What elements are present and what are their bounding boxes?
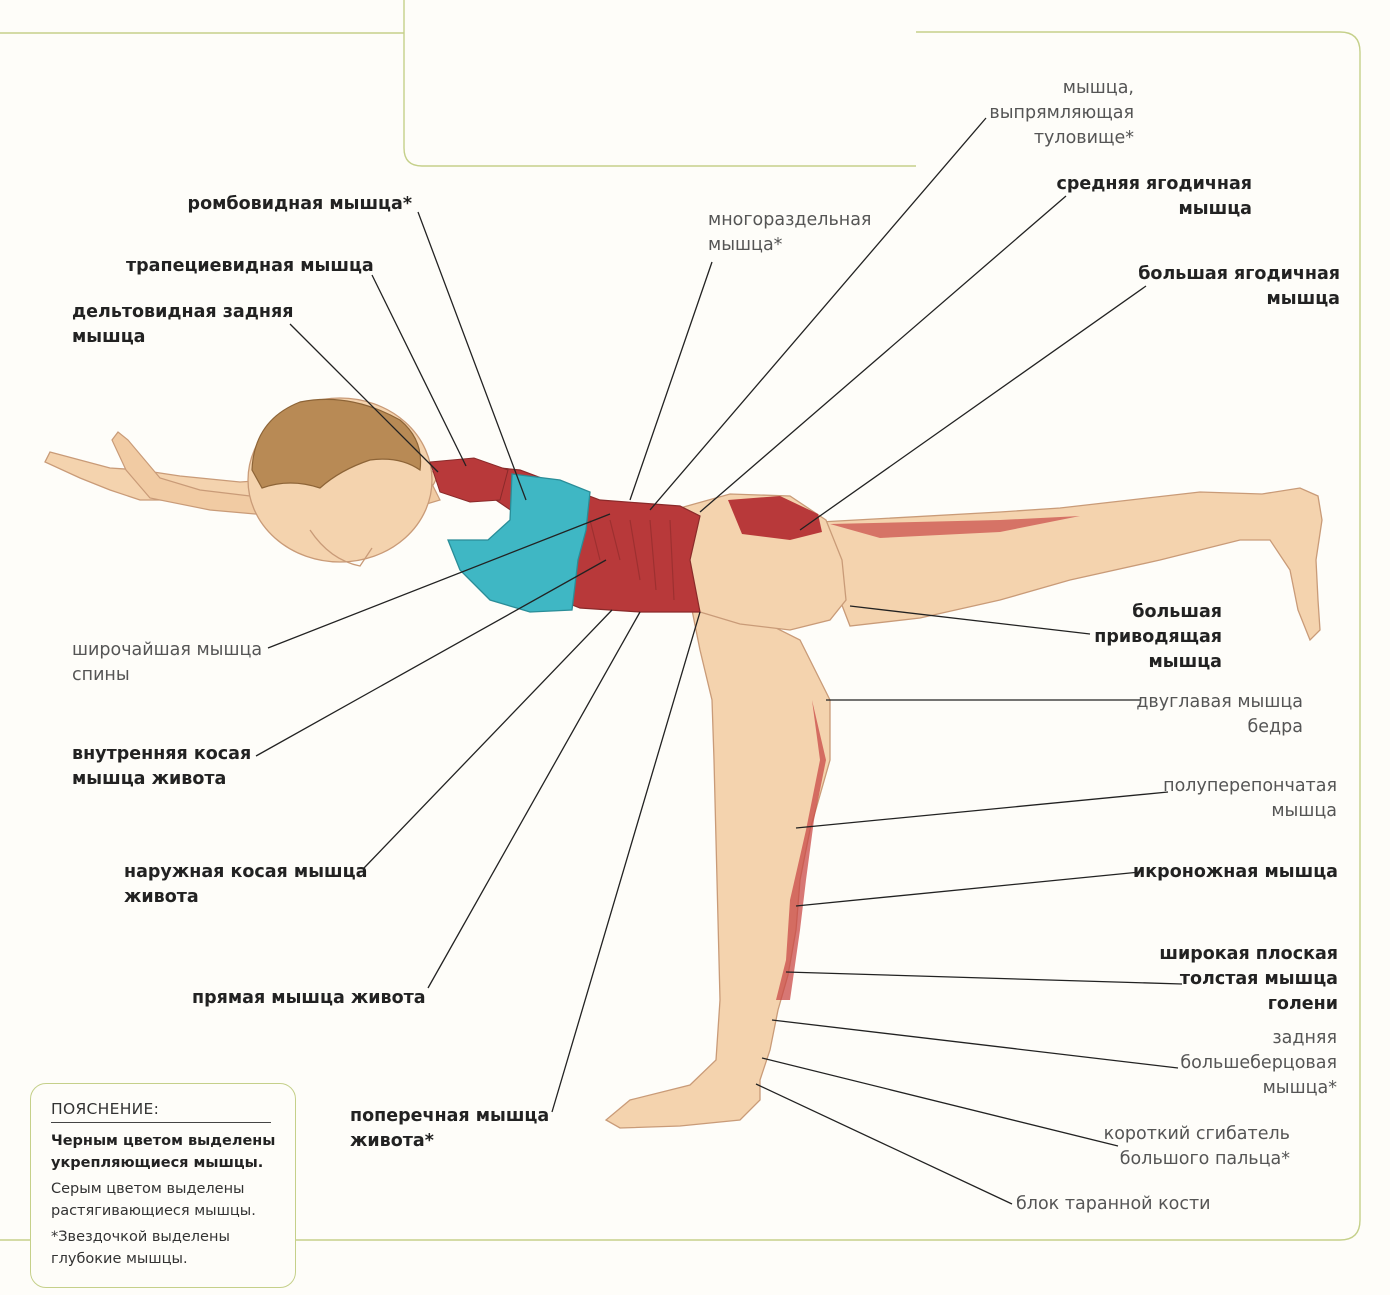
leader-adductor [849,605,1091,635]
label-line: наружная косая мышца [124,862,368,882]
hair [251,398,422,489]
label-line: большая ягодичная [1138,264,1340,284]
label-line: широкая плоская [1159,944,1338,964]
label-adductor-magnus: большая приводящая мышца [1060,600,1222,675]
label-line: выпрямляющая [989,103,1134,123]
label-transversus: поперечная мышца живота* [350,1104,549,1154]
legend-line: растягивающиеся мышцы. [51,1203,256,1219]
label-line: большеберцовая [1180,1053,1337,1073]
label-line: мышца [72,327,146,347]
legend-line: *Звездочкой выделены [51,1229,230,1245]
standing-leg [604,599,831,1129]
label-line: икроножная мышца [1133,862,1338,882]
leader-transversus [551,611,701,1113]
label-external-oblique: наружная косая мышца живота [124,860,367,910]
legend-black: Черным цветом выделены укрепляющиеся мыш… [51,1130,275,1174]
leader-rhomboid [417,211,527,501]
label-line: мышца [1266,289,1341,309]
label-gluteus-medius: средняя ягодичная мышца [1030,172,1252,222]
label-soleus: широкая плоская толстая мышца голени [1140,942,1338,1017]
label-line: многораздельная [708,210,872,230]
leader-latissimus [267,513,611,649]
label-line: короткий сгибатель [1103,1124,1290,1144]
label-line: большого пальца* [1119,1149,1290,1169]
label-line: толстая мышца [1179,969,1338,989]
legend-divider [51,1122,271,1123]
leader-external-oblique [363,609,613,869]
label-line: ромбовидная мышца* [187,194,412,214]
label-line: спины [72,665,130,685]
label-erector-spinae: мышца, выпрямляющая туловище* [934,76,1134,151]
label-line: бедра [1247,717,1304,737]
leader-semimembranosus [795,791,1169,829]
legend-line: укрепляющиеся мышцы. [51,1155,264,1171]
label-biceps-femoris: двуглавая мышца бедра [1100,690,1303,740]
label-line: двуглавая мышца [1136,692,1303,712]
leader-rectus [427,611,641,989]
label-deltoid-posterior: дельтовидная задняя мышца [72,300,293,350]
label-line: трапециевидная мышца [126,256,374,276]
label-line: поперечная мышца [350,1106,550,1126]
leader-gluteus-medius [699,195,1067,513]
legend-star: *Звездочкой выделены глубокие мышцы. [51,1226,230,1270]
sports-top [447,473,591,613]
label-tibialis-posterior: задняя большеберцовая мышца* [1150,1026,1337,1101]
label-line: задняя [1272,1028,1337,1048]
label-line: мышца [1148,652,1223,672]
leader-trapezius [371,274,467,467]
label-trapezius: трапециевидная мышца [126,254,374,279]
leader-internal-oblique [255,559,607,757]
label-latissimus: широчайшая мышца спины [72,638,262,688]
label-multifidus: многораздельная мышца* [708,208,871,258]
label-line: живота [124,887,199,907]
label-line: мышца живота [72,769,227,789]
label-line: туловище* [1033,128,1134,148]
label-line: мышца [1271,801,1337,821]
label-internal-oblique: внутренняя косая мышца живота [72,742,251,792]
label-line: мышца, [1062,78,1134,98]
label-line: мышца [1178,199,1253,219]
leader-gluteus-maximus [799,285,1147,531]
label-line: мышца* [708,235,783,255]
leader-flexor [761,1057,1119,1147]
label-rhomboid: ромбовидная мышца* [150,192,412,217]
label-line: полуперепончатая [1163,776,1337,796]
legend-line: глубокие мышцы. [51,1251,188,1267]
label-line: дельтовидная задняя [72,302,294,322]
label-line: прямая мышца живота [192,988,426,1008]
label-talus-block: блок таранной кости [1016,1192,1211,1217]
legend-line: Серым цветом выделены [51,1181,245,1197]
leader-deltoid [289,323,439,473]
leader-multifidus [629,261,713,501]
legend-box: ПОЯСНЕНИЕ: Черным цветом выделены укрепл… [30,1083,296,1288]
label-line: приводящая [1094,627,1222,647]
label-line: блок таранной кости [1016,1194,1211,1214]
label-rectus-abdominis: прямая мышца живота [192,986,426,1011]
leader-soleus [785,971,1183,985]
leader-tibialis [771,1019,1179,1069]
legend-line: Черным цветом выделены [51,1133,276,1149]
label-semimembranosus: полуперепончатая мышца [1120,774,1337,824]
label-gluteus-maximus: большая ягодичная мышца [1110,262,1340,312]
label-line: мышца* [1262,1078,1337,1098]
legend-title: ПОЯСНЕНИЕ: [51,1100,160,1118]
leader-talus [755,1083,1013,1205]
label-line: широчайшая мышца [72,640,263,660]
label-line: внутренняя косая [72,744,252,764]
label-line: средняя ягодичная [1056,174,1252,194]
label-flexor-hallucis: короткий сгибатель большого пальца* [1080,1122,1290,1172]
legend-gray: Серым цветом выделены растягивающиеся мы… [51,1178,256,1222]
leader-erector [649,117,987,511]
label-line: голени [1267,994,1338,1014]
label-gastrocnemius: икроножная мышца [1120,860,1338,885]
label-line: большая [1132,602,1222,622]
label-line: живота* [350,1131,434,1151]
leader-gastrocnemius [795,871,1141,907]
